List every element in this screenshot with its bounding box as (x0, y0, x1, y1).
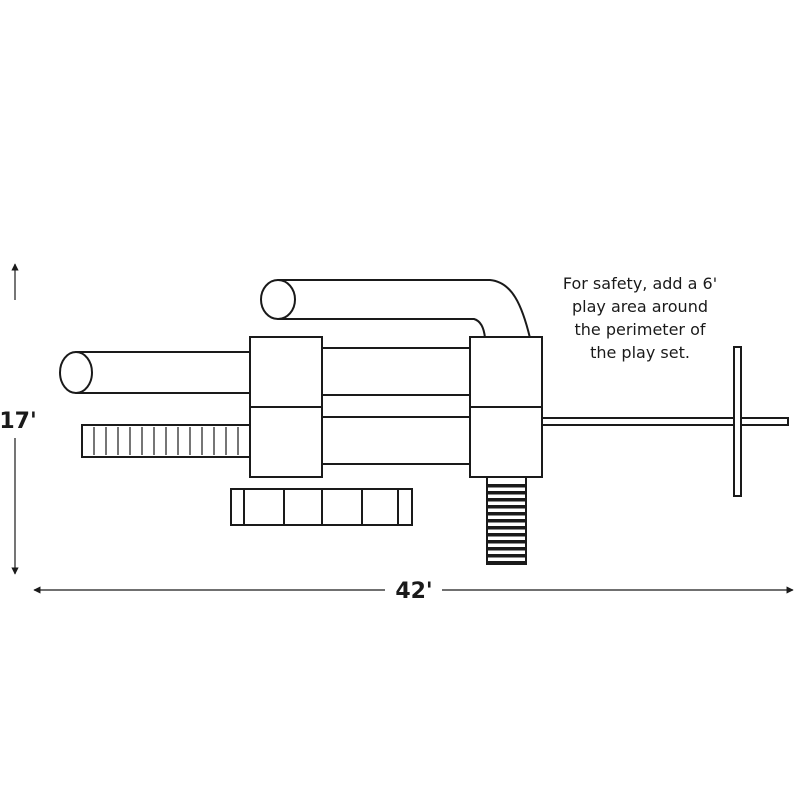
width-label: 42' (395, 579, 432, 604)
ladder-rung (487, 484, 526, 488)
bridge-bottom (321, 416, 471, 465)
swing-beam (541, 346, 789, 497)
upper-tube-slide (260, 279, 531, 339)
safety-note-line: For safety, add a 6' (562, 274, 718, 293)
bottom-bench (230, 488, 413, 526)
ladder-rung (487, 491, 526, 495)
right-tower (469, 336, 543, 478)
right-ladder (486, 476, 527, 565)
ladder-rung (487, 540, 526, 544)
width-dimension: 42' (33, 579, 794, 604)
left-tower (249, 336, 323, 478)
ladder-rung (487, 554, 526, 558)
ladder-rung (487, 526, 526, 530)
ladder-rung (487, 533, 526, 537)
ladder-rung (487, 561, 526, 565)
ladder-rung (487, 512, 526, 516)
safety-note-line: play area around (572, 297, 708, 316)
left-tube-slide (59, 351, 251, 394)
ladder-rung (487, 547, 526, 551)
height-label: 17' (0, 409, 37, 434)
ladder-rung (487, 519, 526, 523)
height-dimension: 17' (0, 263, 37, 575)
ladder-rung (487, 498, 526, 502)
safety-note-line: the play set. (590, 343, 690, 362)
safety-note-line: the perimeter of (574, 320, 706, 339)
bridge-top (321, 347, 471, 396)
safety-note: For safety, add a 6' play area around th… (540, 272, 740, 364)
ladder-rung (487, 505, 526, 509)
left-ladder (81, 424, 253, 458)
